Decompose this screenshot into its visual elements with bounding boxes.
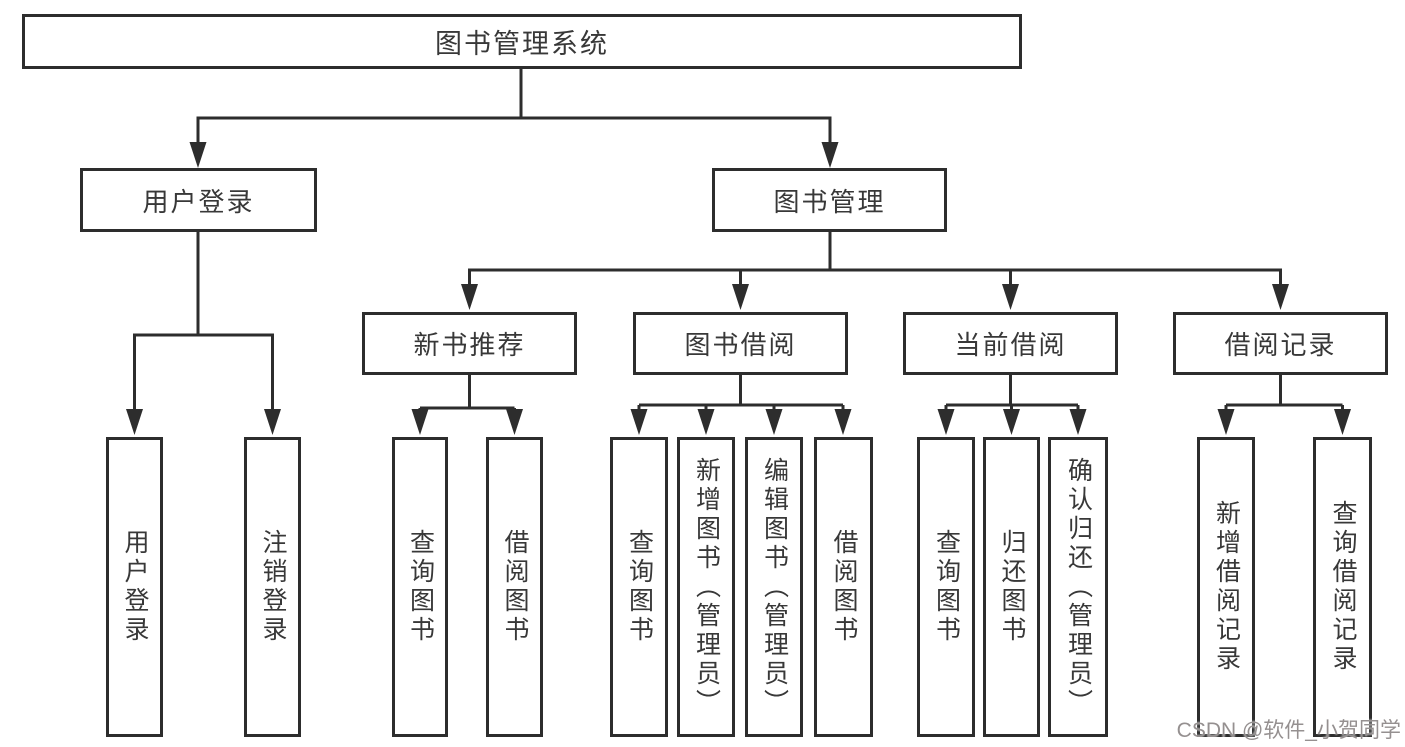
leaf-query-borrow-record: 查询借阅记录 (1313, 437, 1372, 737)
leaf-query-books-2: 查询图书 (610, 437, 668, 737)
leaf-confirm-return-admin: 确认归还（管理员） (1048, 437, 1108, 737)
node-book-borrow: 图书借阅 (633, 312, 848, 375)
node-borrow-records: 借阅记录 (1173, 312, 1388, 375)
csdn-watermark: CSDN @软件_小贺同学 (1176, 719, 1401, 742)
leaf-borrow-books-2: 借阅图书 (814, 437, 873, 737)
leaf-query-books-3: 查询图书 (917, 437, 975, 737)
leaf-add-book-admin: 新增图书（管理员） (677, 437, 735, 737)
leaf-return-book: 归还图书 (983, 437, 1040, 737)
node-user-login: 用户登录 (80, 168, 317, 232)
node-library-system: 图书管理系统 (22, 14, 1022, 69)
leaf-edit-book-admin: 编辑图书（管理员） (745, 437, 803, 737)
node-new-book-recommend: 新书推荐 (362, 312, 577, 375)
node-book-management: 图书管理 (712, 168, 947, 232)
leaf-user-login: 用户登录 (106, 437, 163, 737)
leaf-borrow-books-1: 借阅图书 (486, 437, 543, 737)
leaf-add-borrow-record: 新增借阅记录 (1197, 437, 1255, 737)
leaf-logout: 注销登录 (244, 437, 301, 737)
leaf-query-books-1: 查询图书 (392, 437, 448, 737)
node-current-borrow: 当前借阅 (903, 312, 1118, 375)
